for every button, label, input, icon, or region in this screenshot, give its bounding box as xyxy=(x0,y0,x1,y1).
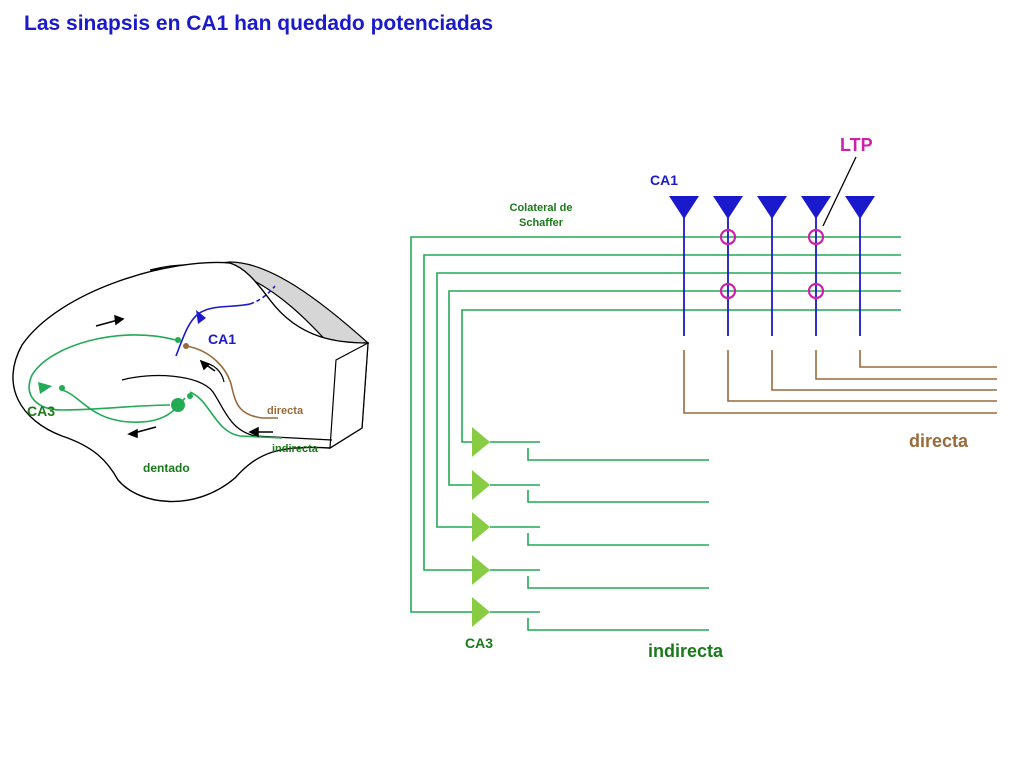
slide-title: Las sinapsis en CA1 han quedado potencia… xyxy=(24,12,494,35)
ca3-synapse-sketch xyxy=(59,385,65,391)
ca3-cell xyxy=(472,555,709,589)
hippocampus-side-face xyxy=(329,341,369,450)
ca1-cell-body-sketch xyxy=(196,310,206,324)
potentiated-synapse xyxy=(807,282,825,300)
schaffer-label-line2: Schaffer xyxy=(519,217,564,229)
dentate-granule-cell xyxy=(171,398,185,412)
schaffer-terminal-sketch xyxy=(175,337,181,343)
ca1-neuron xyxy=(845,196,875,336)
schaffer-collaterals xyxy=(410,236,901,613)
perforant-terminal-sketch xyxy=(187,393,193,399)
potentiated-synapse xyxy=(719,282,737,300)
ca3-cell-sketch xyxy=(38,382,52,394)
indirect-label-sketch: indirecta xyxy=(272,443,319,455)
direct-label: directa xyxy=(909,431,969,451)
potentiated-synapses xyxy=(719,228,825,300)
potentiated-synapse xyxy=(719,228,737,246)
ca1-neurons xyxy=(669,196,875,336)
dentate-fold xyxy=(121,374,333,441)
ca1-label-sketch: CA1 xyxy=(208,331,236,347)
ca3-cell xyxy=(472,427,709,461)
flow-arrows xyxy=(95,314,273,439)
indirect-input-sketch xyxy=(189,391,283,439)
hippocampus-outline xyxy=(12,261,369,503)
ca1-axon-dashed xyxy=(249,285,276,305)
ca1-neuron xyxy=(801,196,831,336)
ca3-cell xyxy=(472,470,709,503)
direct-label-sketch: directa xyxy=(267,405,304,417)
ca3-cells xyxy=(472,427,709,631)
potentiated-synapse xyxy=(807,228,825,246)
ca3-label: CA3 xyxy=(465,635,493,651)
indirect-label: indirecta xyxy=(648,641,724,661)
ca1-neuron xyxy=(757,196,787,336)
ltp-pointer xyxy=(822,156,857,227)
ca3-cell xyxy=(472,512,709,546)
ltp-label: LTP xyxy=(840,135,873,155)
schaffer-label-line1: Colateral de xyxy=(510,202,573,214)
ca3-cell xyxy=(472,597,709,631)
ca1-neuron xyxy=(669,196,699,336)
direct-pathway-sketch xyxy=(185,345,278,419)
direct-pathway xyxy=(683,350,997,414)
dentate-label: dentado xyxy=(143,461,190,475)
ca1-neuron xyxy=(713,196,743,336)
direct-terminal-sketch xyxy=(183,343,189,349)
ca1-label: CA1 xyxy=(650,172,678,188)
ca3-label-sketch: CA3 xyxy=(27,403,55,419)
schaffer-pathway-sketch xyxy=(28,334,177,411)
hippocampus-illustration: CA1 CA3 dentado directa indirecta xyxy=(12,261,370,503)
circuit-schematic: LTP CA1 Colateral de Schaffer CA3 direct… xyxy=(410,135,997,661)
